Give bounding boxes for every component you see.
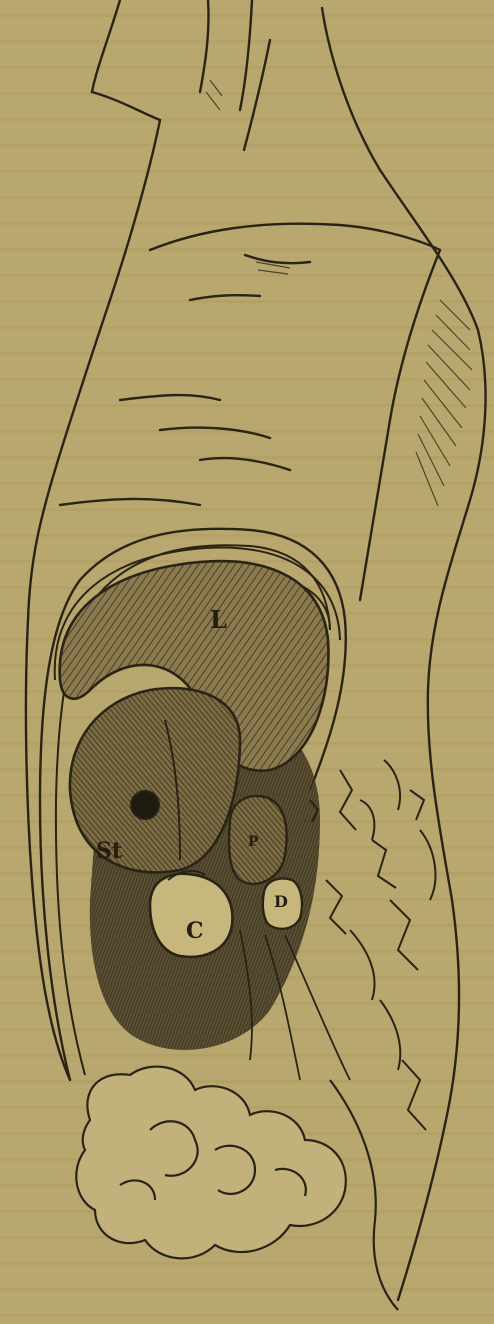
label-duodenum: D	[274, 892, 288, 911]
label-liver: L	[210, 605, 227, 634]
label-colon: C	[186, 918, 204, 944]
stomach-pylorus	[131, 791, 159, 819]
label-pancreas: P	[248, 834, 259, 850]
label-stomach: St	[96, 838, 123, 864]
colon-shape	[150, 874, 232, 957]
